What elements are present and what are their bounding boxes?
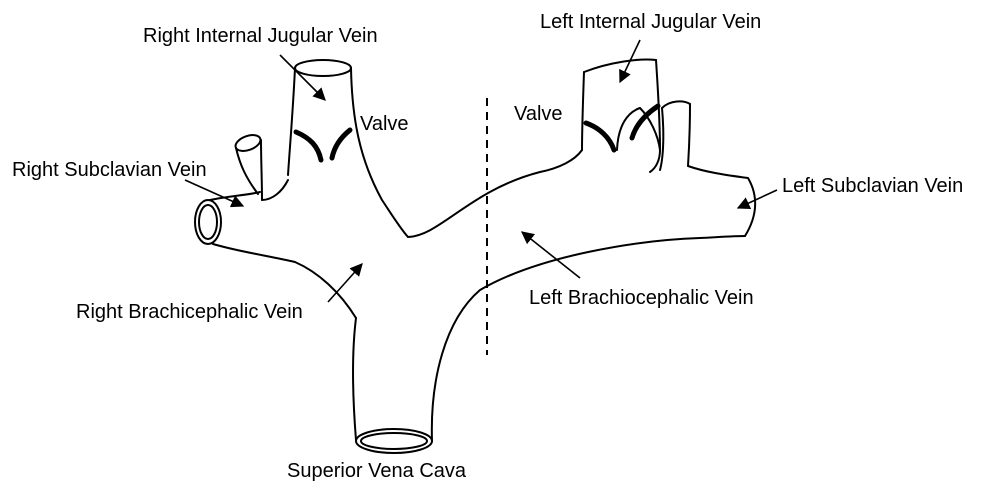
right-brachiocephalic-vein bbox=[353, 318, 356, 440]
label-right-subclavian-vein: Right Subclavian Vein bbox=[12, 159, 207, 181]
right-internal-jugular-vein bbox=[288, 60, 408, 237]
label-superior-vena-cava: Superior Vena Cava bbox=[287, 460, 467, 482]
label-left-brachiocephalic-vein: Left Brachiocephalic Vein bbox=[529, 287, 754, 309]
label-right-internal-jugular-vein: Right Internal Jugular Vein bbox=[143, 25, 378, 47]
superior-vena-cava bbox=[356, 236, 745, 453]
left-subclavian-vein bbox=[660, 101, 755, 236]
right-valve bbox=[296, 130, 350, 160]
label-left-valve: Valve bbox=[514, 103, 563, 125]
label-left-subclavian-vein: Left Subclavian Vein bbox=[782, 175, 963, 197]
arrow-left-subclavian bbox=[738, 190, 777, 208]
label-right-valve: Valve bbox=[360, 113, 409, 135]
arrow-right-brachiocephalic bbox=[328, 264, 362, 302]
label-right-brachiocephalic-vein: Right Brachicephalic Vein bbox=[76, 301, 303, 323]
left-brachiocephalic-vein bbox=[408, 150, 582, 237]
label-left-internal-jugular-vein: Left Internal Jugular Vein bbox=[540, 11, 761, 33]
